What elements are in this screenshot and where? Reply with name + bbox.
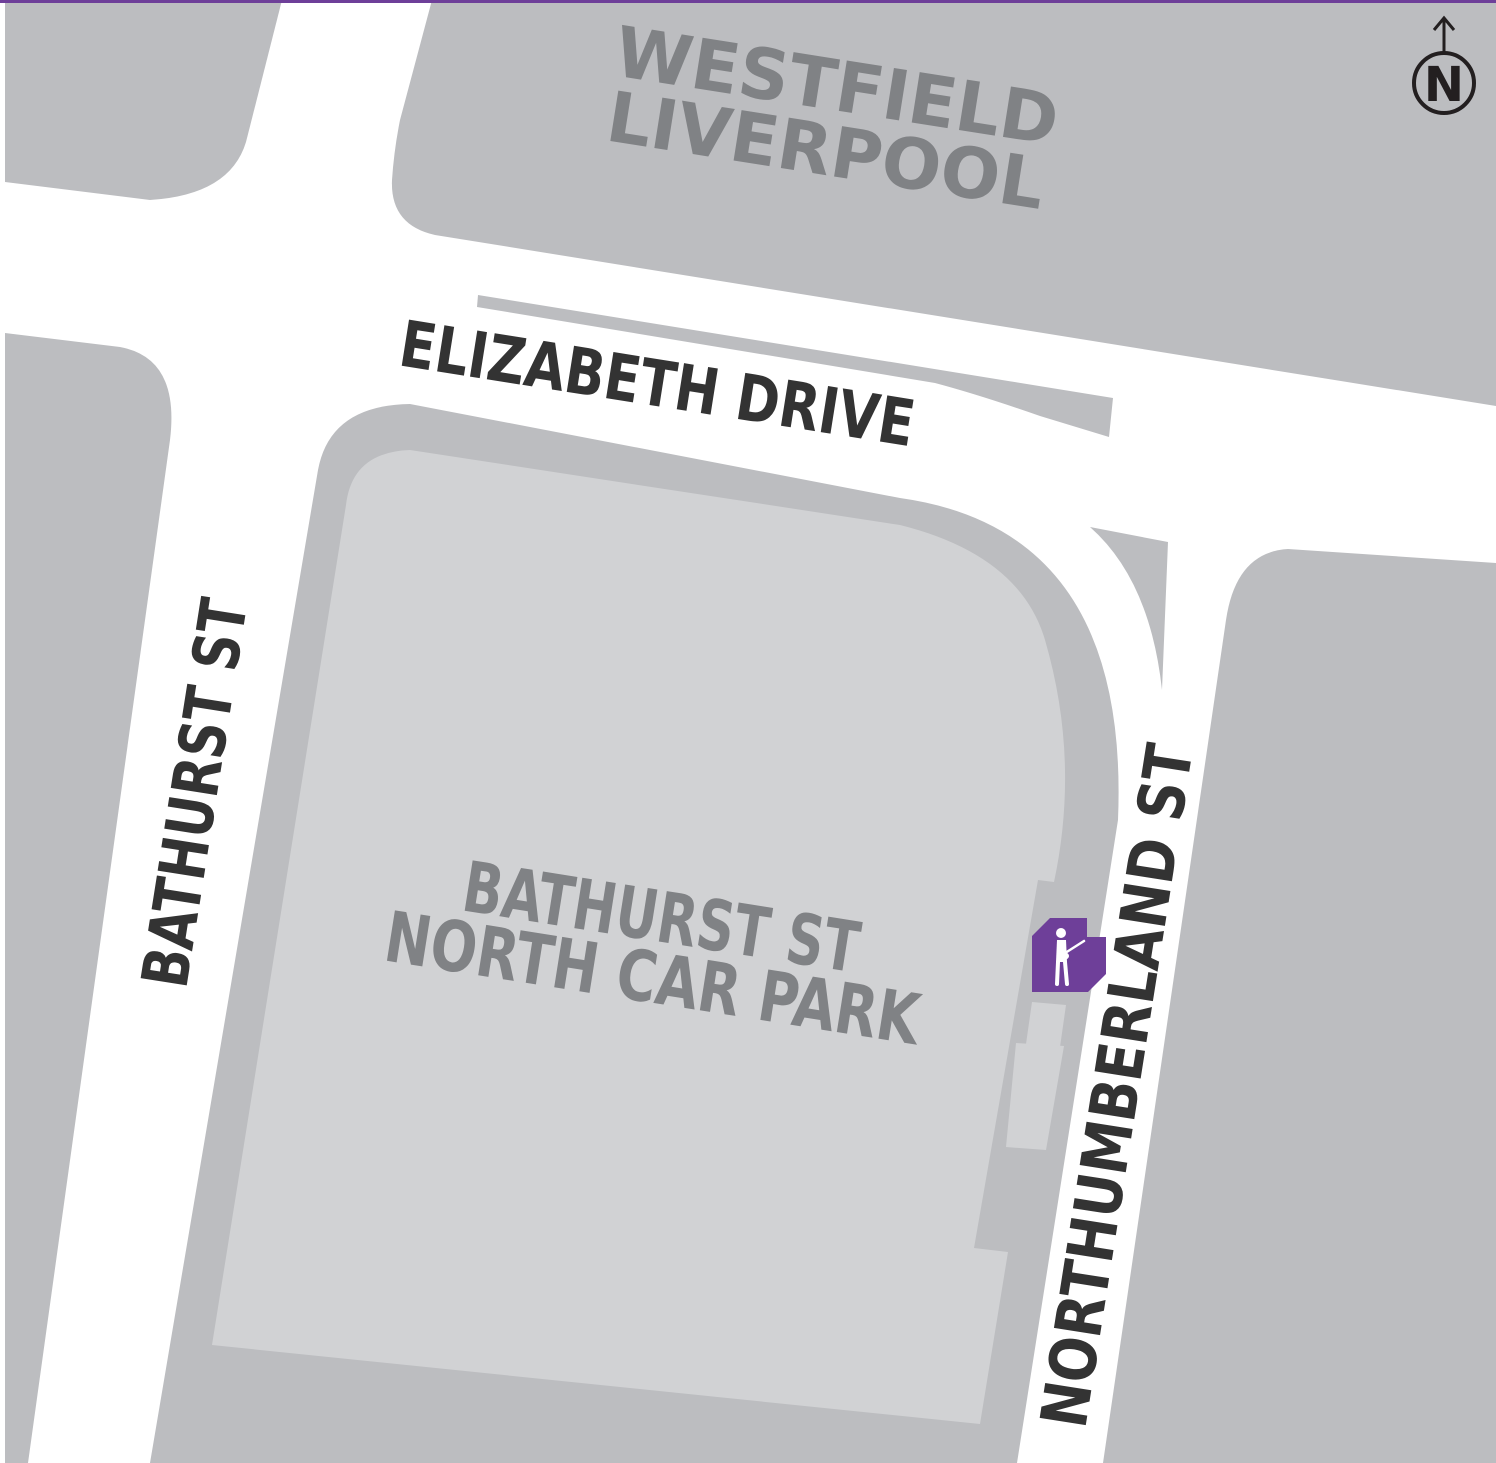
compass-letter: N [1424,57,1464,113]
north-arrow-icon: N [1412,15,1476,115]
traffic-island [1090,527,1168,690]
top-border [0,0,1496,3]
carpark-annex-lower [1006,1043,1064,1150]
block-top-left [5,0,282,200]
median-strip [477,295,1113,437]
carpark-inner-area [212,450,1066,1424]
block-right [1103,549,1496,1463]
block-left [5,333,172,1463]
guitarist-icon [1055,928,1086,986]
westfield-liverpool-block [391,0,1496,406]
venue-marker[interactable] [1032,918,1106,992]
